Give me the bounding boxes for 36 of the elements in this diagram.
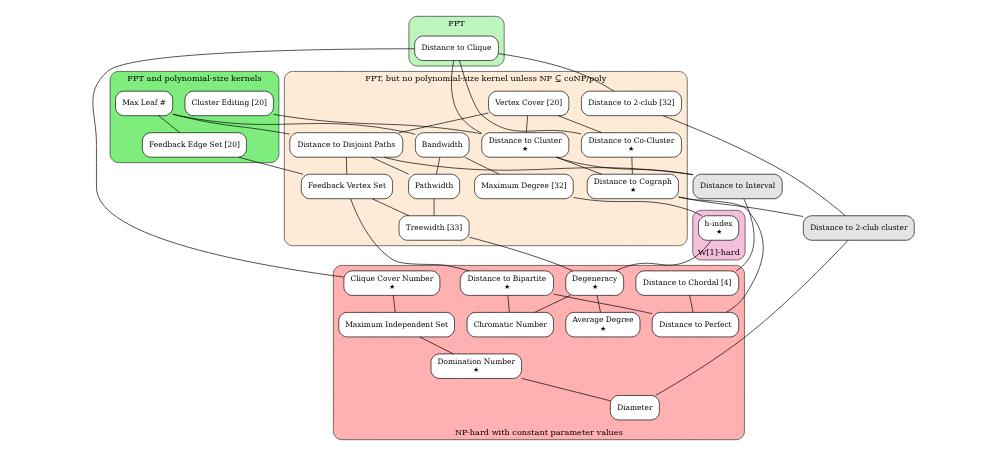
connector [398, 112, 489, 134]
connector [677, 196, 803, 217]
connector [392, 295, 396, 313]
connector [450, 60, 482, 134]
connector [507, 295, 510, 313]
connector [555, 156, 693, 176]
connector [458, 60, 582, 135]
connector [631, 156, 633, 175]
connector [171, 113, 416, 135]
connector [533, 295, 571, 313]
connector [435, 156, 440, 175]
connector [497, 53, 614, 92]
connector [468, 236, 573, 272]
connector [345, 156, 347, 175]
connector [371, 198, 409, 217]
connector [688, 295, 693, 313]
connector [552, 293, 652, 314]
connector [572, 197, 702, 216]
connector [383, 156, 693, 176]
connector [370, 156, 409, 175]
connector [418, 336, 454, 355]
connector [520, 378, 611, 402]
connector [92, 48, 415, 278]
connector [557, 115, 602, 134]
connector [237, 156, 303, 175]
connector [525, 115, 528, 133]
connector [677, 196, 764, 313]
connector [157, 115, 180, 134]
connector [272, 113, 482, 135]
connector [614, 240, 711, 272]
connector [735, 198, 754, 272]
connector [596, 295, 601, 313]
connector [463, 156, 500, 175]
connector [662, 115, 846, 216]
connector [349, 198, 470, 272]
connector [654, 240, 848, 396]
